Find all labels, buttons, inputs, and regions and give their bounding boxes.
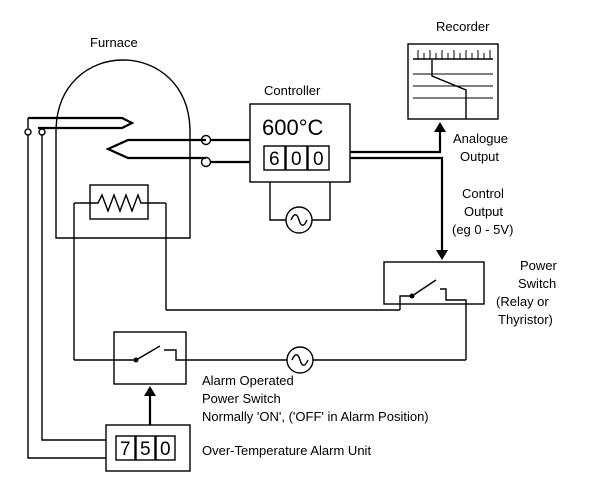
furnace-label: Furnace — [90, 35, 138, 50]
controller-tc-terminal-top — [200, 134, 212, 146]
alarm-tc-wire-outer — [27, 135, 106, 459]
controller-temperature: 600°C — [262, 115, 324, 140]
recorder-label: Recorder — [436, 19, 490, 34]
heater-resistor-zigzag — [80, 193, 160, 213]
alarm-digit: 7 — [120, 439, 131, 460]
power-switch-label: Switch — [518, 276, 556, 291]
power-switch-box — [383, 261, 485, 305]
alarm-switch-label: Power Switch — [202, 391, 281, 406]
alarm-unit-label: Over-Temperature Alarm Unit — [202, 443, 371, 458]
power-switch-pivot — [409, 293, 415, 299]
recorder-trace — [431, 60, 467, 119]
controller-box — [249, 103, 351, 183]
controller-supply-loop — [269, 182, 331, 221]
controller-tc-terminal-bottom — [200, 156, 212, 168]
recorder-chart-lines — [413, 73, 493, 99]
controller-digit: 0 — [291, 149, 302, 170]
arrow-down — [436, 250, 448, 260]
control-thermocouple — [105, 138, 206, 160]
ac-wave — [290, 214, 308, 226]
controller-digit: 6 — [269, 149, 280, 170]
controller-display: 6 0 0 — [263, 145, 330, 171]
controller-label: Controller — [264, 83, 321, 98]
controller-digit-box — [307, 145, 330, 171]
control-output-label: Output — [464, 204, 503, 219]
tc-terminal-inner — [38, 128, 46, 136]
alarm-digit-box — [135, 435, 156, 461]
alarm-unit-box — [105, 424, 191, 472]
analogue-output-label: Output — [460, 149, 499, 164]
arrow-up — [434, 122, 446, 132]
tc-terminal-outer — [24, 128, 32, 136]
analogue-output-line — [350, 130, 442, 154]
furnace-outline — [55, 59, 191, 239]
heater-element — [89, 184, 149, 220]
alarm-tc-wire-inner — [41, 135, 106, 441]
controller-digit-box — [285, 145, 308, 171]
alarm-digit-box — [155, 435, 176, 461]
recorder-box — [407, 43, 499, 120]
alarm-switch-label: Normally 'ON', ('OFF' in Alarm Position) — [202, 409, 429, 424]
control-output-label: Control — [462, 186, 504, 201]
arrow-up — [144, 386, 156, 396]
recorder-scale-ticks — [417, 50, 491, 59]
alarm-digit: 0 — [160, 439, 171, 460]
power-switch-label: Power — [520, 258, 558, 273]
power-switch-label: (Relay or — [496, 294, 549, 309]
ac-wave — [291, 354, 309, 366]
analogue-output-label: Analogue — [453, 131, 508, 146]
alarm-digit-box — [115, 435, 136, 461]
control-output-label: (eg 0 - 5V) — [452, 222, 513, 237]
controller-digit: 0 — [313, 149, 324, 170]
power-switch-label: Thyristor) — [498, 312, 553, 327]
controller-ac-supply — [285, 206, 313, 234]
alarm-switch-pivot — [133, 357, 139, 363]
alarm-digit: 5 — [140, 439, 151, 460]
power-switch-contact — [399, 279, 467, 310]
alarm-switch-label: Alarm Operated — [202, 373, 294, 388]
alarm-thermocouple — [28, 116, 135, 130]
control-output-line — [350, 156, 444, 252]
alarm-switch-contact — [74, 345, 186, 361]
alarm-switch-box — [113, 331, 187, 385]
alarm-unit-display: 7 5 0 — [115, 435, 176, 461]
controller-digit-box — [263, 145, 286, 171]
